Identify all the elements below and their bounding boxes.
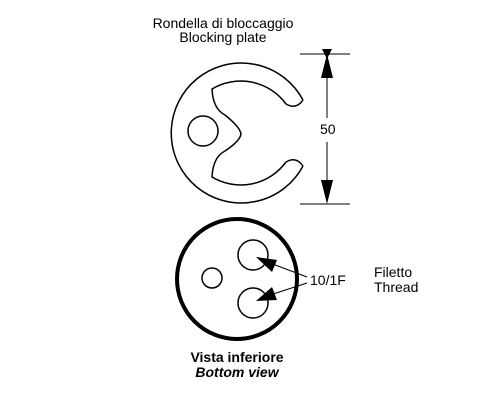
leader-arrowhead-lower [256, 287, 277, 301]
upper-opening-edge [285, 99, 304, 107]
dimension-arrowhead-top [321, 54, 333, 78]
bottom-view-caption-italian: Vista inferiore [190, 349, 284, 365]
lower-opening-edge [285, 159, 304, 167]
bottom-view-caption-english: Bottom view [195, 364, 279, 380]
blocking-plate-outline [170, 62, 304, 204]
threaded-hole-upper [237, 239, 269, 271]
leader-arrowhead-upper [256, 257, 277, 272]
thread-label-english: Thread [374, 279, 419, 295]
outer-ring-arc [170, 62, 304, 204]
plate-title-italian: Rondella di bloccaggio [152, 15, 294, 31]
thread-leaders [269, 262, 308, 296]
dimension-arrowhead-bottom [321, 180, 333, 204]
plate-title-english: Blocking plate [179, 29, 267, 45]
bottom-view-drawing [175, 217, 299, 341]
small-hole [201, 267, 223, 289]
threaded-hole-lower [237, 287, 269, 319]
bottom-view-outer-circle [175, 217, 299, 341]
leader-line-upper [269, 262, 308, 278]
thread-size-label: 10/1F [310, 272, 346, 288]
leader-line-lower [269, 282, 308, 296]
thread-label-italian: Filetto [374, 264, 413, 280]
inner-contour [211, 80, 287, 186]
dimension-value: 50 [319, 121, 337, 137]
plate-hole [187, 115, 219, 147]
